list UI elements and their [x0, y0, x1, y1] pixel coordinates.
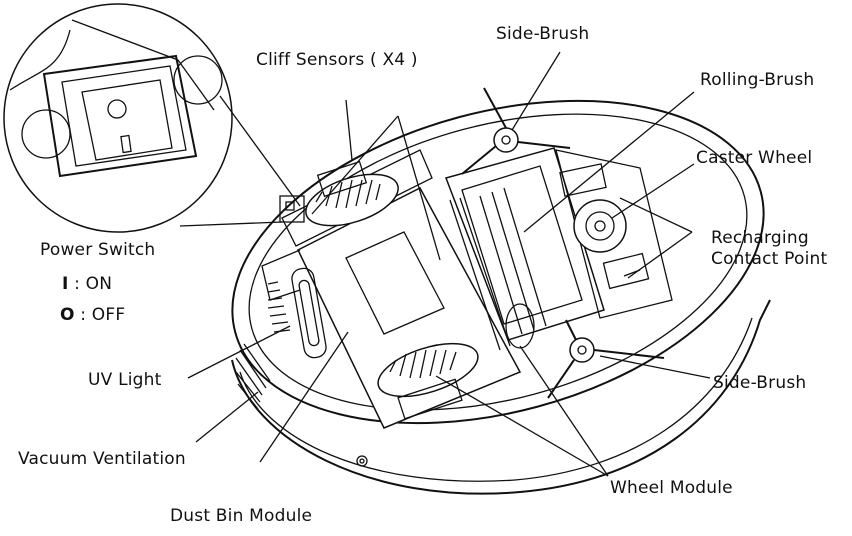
side-brush-top [461, 87, 571, 175]
label-power-switch: Power Switch [40, 240, 156, 260]
label-power-off: O : OFF [60, 305, 125, 325]
uv-light-lamp [267, 281, 291, 333]
label-rolling-brush: Rolling-Brush [700, 70, 815, 90]
wheel-module-top [305, 160, 399, 227]
on-symbol: I [62, 274, 69, 294]
label-side-brush-bottom: Side-Brush [713, 373, 807, 393]
power-switch-inset [3, 3, 233, 233]
label-side-brush-top: Side-Brush [496, 24, 590, 44]
label-recharging-line2: Contact Point [711, 249, 828, 269]
label-power-on: I : ON [62, 274, 112, 294]
off-text: : OFF [80, 305, 126, 325]
side-brush-bottom [547, 319, 665, 399]
wheel-module-bottom [377, 342, 479, 420]
label-wheel-module: Wheel Module [610, 478, 733, 498]
label-caster-wheel: Caster Wheel [696, 148, 813, 168]
leader-lines [187, 51, 711, 477]
label-cliff-sensors: Cliff Sensors ( X4 ) [256, 50, 418, 70]
label-vacuum-ventilation: Vacuum Ventilation [18, 449, 186, 469]
label-recharging-line1: Recharging [711, 228, 809, 248]
vent-grill [235, 343, 271, 410]
label-dust-bin-module: Dust Bin Module [170, 506, 313, 526]
on-text: : ON [74, 274, 113, 294]
label-uv-light: UV Light [88, 370, 162, 390]
off-symbol: O [60, 305, 75, 325]
